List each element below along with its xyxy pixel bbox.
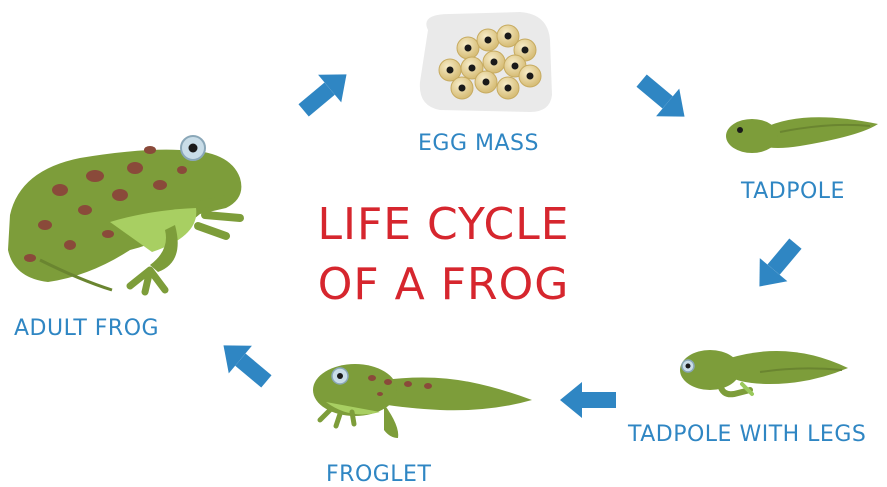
froglet-label: FROGLET bbox=[326, 464, 431, 486]
tadpole-with-legs-illustration bbox=[680, 350, 848, 394]
tadpole-illustration bbox=[726, 117, 878, 153]
arrow-egg-to-tadpole bbox=[630, 67, 696, 131]
egg-mass-illustration bbox=[420, 12, 552, 112]
egg-mass-label: EGG MASS bbox=[418, 133, 539, 155]
arrow-adult-to-egg bbox=[292, 61, 358, 125]
arrow-froglet-to-adult bbox=[212, 332, 278, 396]
diagram-title-line-1: LIFE CYCLE bbox=[0, 203, 887, 247]
adult-frog-label: ADULT FROG bbox=[14, 318, 159, 340]
diagram-title-line-2: OF A FROG bbox=[0, 263, 887, 307]
froglet-illustration bbox=[313, 364, 532, 438]
arrow-legs-to-froglet bbox=[560, 382, 616, 418]
tadpole-label: TADPOLE bbox=[741, 181, 845, 203]
tadpole-with-legs-label: TADPOLE WITH LEGS bbox=[628, 424, 866, 446]
